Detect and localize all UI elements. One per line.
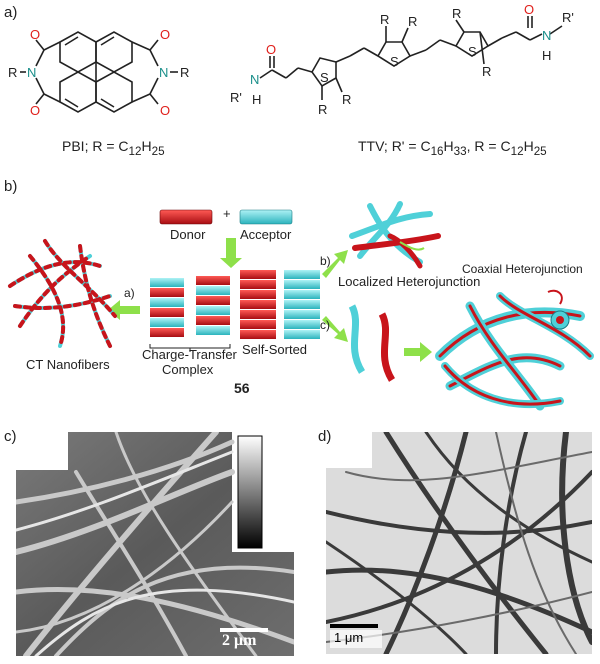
pathway-label-c: c): [320, 318, 330, 332]
scale-bar-label-c: 2 μm: [222, 632, 257, 649]
ttv-caption: TTV; R' = C16H33, R = C12H25: [358, 138, 547, 158]
scale-bar-d: [330, 624, 378, 628]
acceptor-block: [239, 209, 293, 225]
coaxial-heterojunction-label: Coaxial Heterojunction: [462, 262, 583, 276]
scale-bar-label-d: 1 μm: [334, 630, 364, 645]
localized-heterojunction-label: Localized Heterojunction: [338, 274, 481, 289]
pbi-oxygen-1: O: [30, 27, 40, 42]
ttv-r6: R: [482, 64, 491, 79]
ttv-rprime-right: R': [562, 10, 574, 25]
ttv-r4: R: [408, 14, 417, 29]
ttv-oxygen-right: O: [524, 2, 534, 17]
pbi-oxygen-4: O: [160, 103, 170, 118]
ct-stack-1: [150, 278, 184, 337]
ct-stack-2: [196, 276, 230, 335]
pathway-label-b: b): [320, 254, 331, 268]
panel-label-c: c): [4, 428, 17, 445]
ct-nanofibers-label: CT Nanofibers: [26, 357, 110, 372]
ttv-nitrogen-right: N: [542, 28, 551, 43]
acceptor-label: Acceptor: [240, 227, 292, 242]
arrow-a: [108, 300, 140, 320]
grayscale-colorbar: [237, 435, 263, 549]
ttv-s2: S: [390, 54, 399, 69]
sem-micrograph: [16, 432, 294, 656]
panel-b-schematic: [8, 201, 594, 411]
donor-label: Donor: [170, 227, 206, 242]
ttv-h-left: H: [252, 92, 261, 107]
ttv-oxygen-left: O: [266, 42, 276, 57]
arrow-coaxial: [404, 342, 432, 362]
pbi-r-left: R: [8, 65, 17, 80]
pbi-r-right: R: [180, 65, 189, 80]
coaxial-pointer: [547, 289, 563, 305]
plus-sign: +: [223, 206, 231, 221]
ttv-r1: R: [318, 102, 327, 117]
ttv-rprime-left: R': [230, 90, 242, 105]
localized-heterojunction-fibers: [349, 201, 441, 269]
ttv-s3: S: [468, 44, 477, 59]
self-sorted-acceptor-stack: [284, 270, 320, 339]
separated-acceptor-fiber: [348, 304, 366, 374]
separated-donor-fiber: [378, 312, 396, 382]
charge-transfer-label: Charge-Transfer: [142, 347, 237, 362]
pbi-oxygen-2: O: [30, 103, 40, 118]
ttv-r2: R: [342, 92, 351, 107]
self-sorted-donor-stack: [240, 270, 276, 339]
ttv-structure: O O N N R' R' H H S S S R R R R R R: [230, 2, 574, 117]
ttv-h-right: H: [542, 48, 551, 63]
panel-label-b: b): [4, 178, 18, 195]
self-sorted-label: Self-Sorted: [242, 342, 308, 357]
ttv-nitrogen-left: N: [250, 72, 259, 87]
pathway-label-a: a): [124, 286, 135, 300]
panel-label-d: d): [318, 428, 332, 445]
compound-number: 56: [234, 380, 250, 396]
ttv-s1: S: [320, 70, 329, 85]
arrow-b: [322, 250, 348, 278]
pbi-nitrogen-right: N: [159, 65, 168, 80]
ttv-r3: R: [380, 12, 389, 27]
pbi-oxygen-3: O: [160, 27, 170, 42]
complex-label: Complex: [162, 362, 214, 377]
localized-pointer: [399, 241, 425, 251]
arrow-c: [322, 316, 348, 342]
tem-micrograph: [326, 432, 592, 654]
ct-bracket: [149, 344, 231, 352]
scale-bar-c: [220, 628, 268, 632]
ttv-r5: R: [452, 6, 461, 21]
pbi-structure: O O O O N N R R: [8, 27, 189, 118]
coaxial-heterojunction-bundle: [435, 292, 594, 411]
pbi-caption: PBI; R = C12H25: [62, 138, 165, 158]
panel-label-a: a): [4, 4, 18, 21]
pbi-nitrogen-left: N: [27, 65, 36, 80]
arrow-down: [220, 238, 242, 268]
ct-nanofibers: [8, 239, 117, 348]
donor-block: [159, 209, 213, 225]
